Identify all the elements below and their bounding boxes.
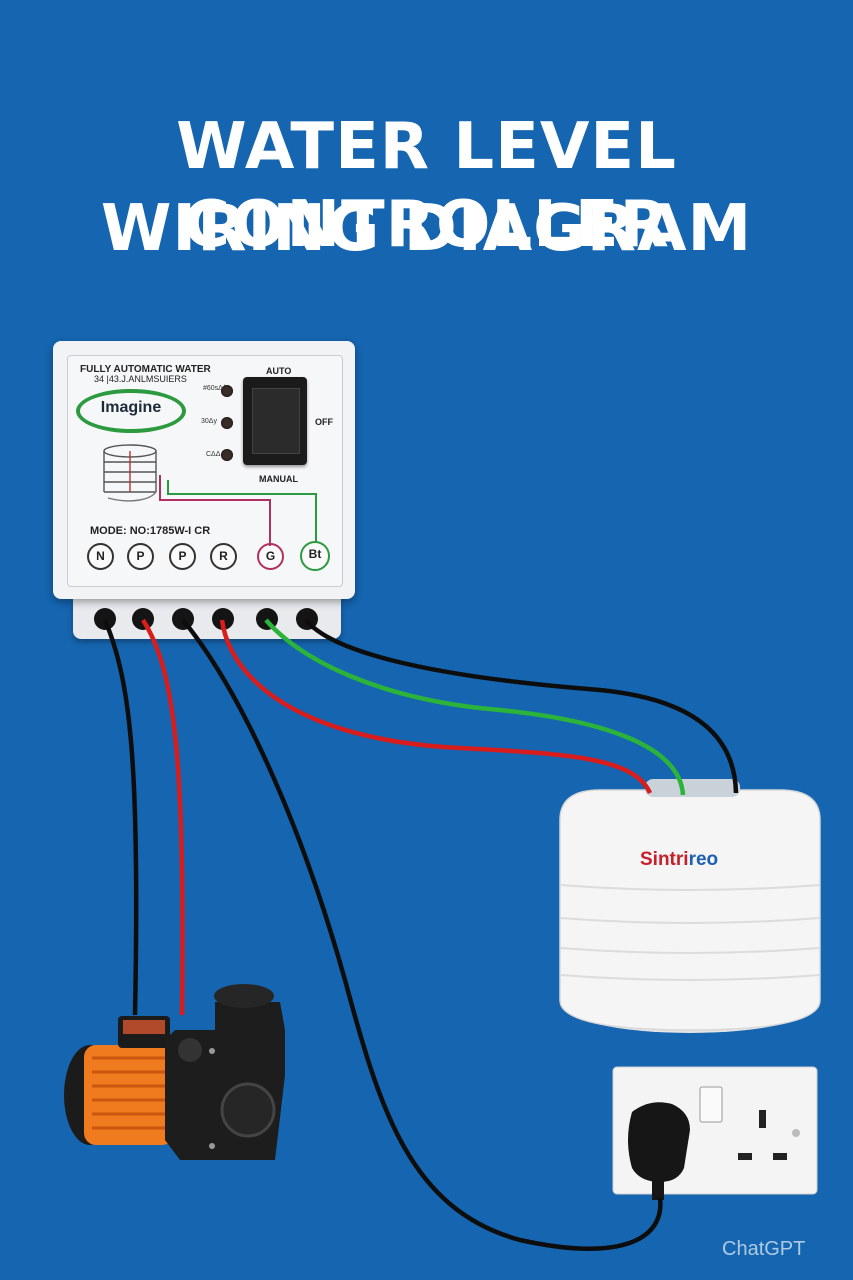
switch-label-manual: MANUAL	[259, 474, 298, 484]
terminal-socket-r	[212, 608, 234, 630]
rocker-switch-face[interactable]	[252, 388, 300, 454]
indicator-led-1	[221, 385, 233, 397]
tank-brand-part-1: Sintri	[640, 849, 689, 870]
brand-logo-text: Imagine	[100, 399, 162, 416]
controller-header-line-2: 34 |43.J.ANLMSUIERS	[94, 374, 187, 384]
title-line-1: WATER LEVEL CONTROLLER	[176, 110, 677, 262]
terminal-label-r: R	[210, 543, 237, 570]
led-label-2: 30Δy	[201, 418, 217, 425]
terminal-socket-g	[256, 608, 278, 630]
terminal-socket-p2	[172, 608, 194, 630]
terminal-socket-p1	[132, 608, 154, 630]
tank-lid	[645, 779, 740, 797]
terminal-label-p2: P	[169, 543, 196, 570]
terminal-label-g: G	[257, 543, 284, 570]
switch-label-off: OFF	[315, 417, 333, 427]
led-label-3: CΔΔ	[206, 451, 221, 458]
indicator-led-2	[221, 417, 233, 429]
terminal-label-bt: Bt	[300, 541, 330, 571]
model-number: MODE: NO:1785W-I CR	[90, 525, 211, 537]
water-pump-icon	[64, 984, 285, 1160]
terminal-label-n: N	[87, 543, 114, 570]
watermark: ChatGPT	[722, 1238, 806, 1260]
brand-logo-ring	[76, 389, 186, 433]
power-plug-icon	[628, 1102, 690, 1200]
wall-socket-icon	[612, 1066, 818, 1195]
terminal-socket-n	[94, 608, 116, 630]
water-tank-icon	[559, 779, 821, 1033]
title-line-2: WIRING DIAGRAM	[100, 192, 753, 266]
terminal-socket-bt	[296, 608, 318, 630]
switch-label-auto: AUTO	[266, 366, 292, 376]
tank-brand-part-2: reo	[688, 849, 719, 870]
led-label-1: #60sΔ/∂	[203, 385, 229, 392]
tank-brand-label: Sintrireo	[640, 849, 718, 871]
terminal-label-p1: P	[127, 543, 154, 570]
indicator-led-3	[221, 449, 233, 461]
controller-header-line-1: FULLY AUTOMATIC WATER	[80, 364, 211, 375]
